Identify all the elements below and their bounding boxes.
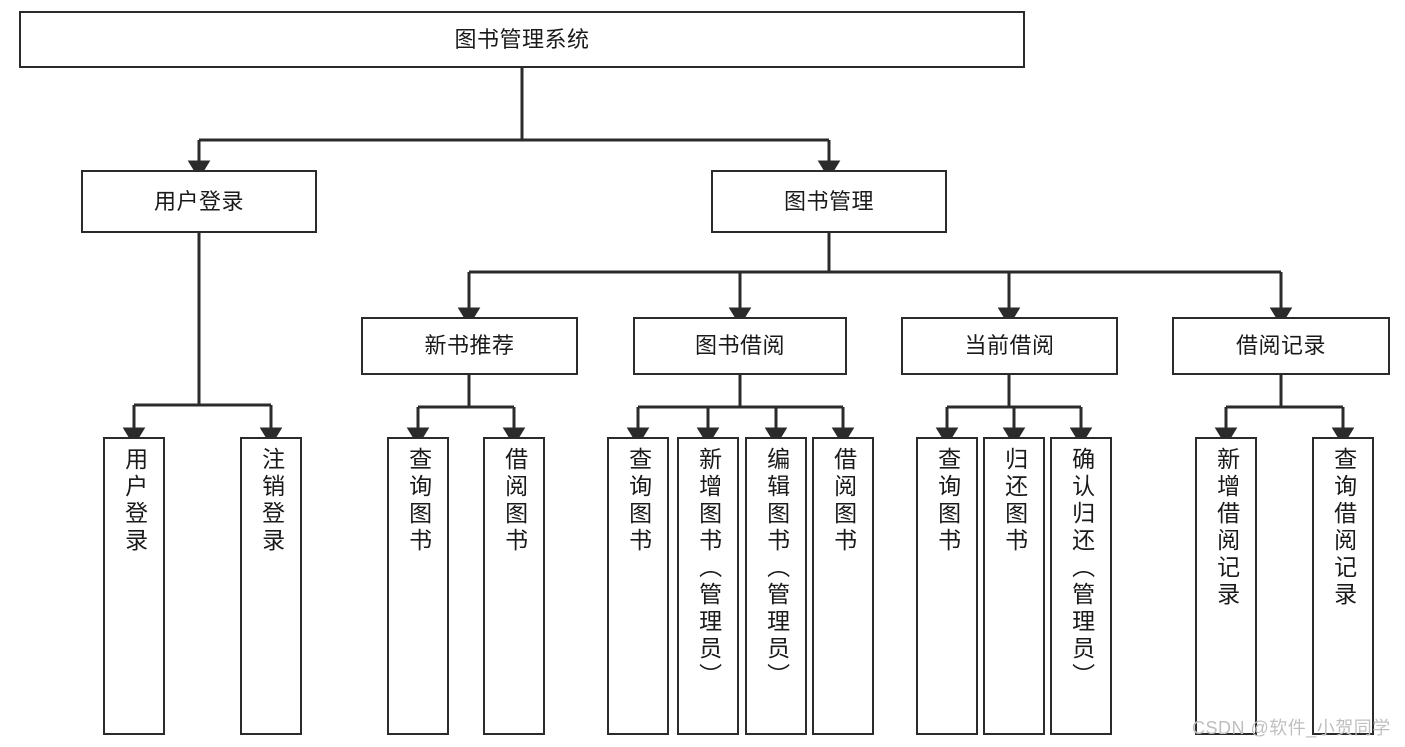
node-label: 新书推荐: [424, 333, 515, 359]
node-label: 查询借阅记录: [1330, 447, 1357, 609]
node-leaf-confirm-return-admin[interactable]: 确认归还（管理员）: [1050, 437, 1112, 735]
node-label: 新增图书（管理员）: [695, 447, 722, 690]
node-label: 用户登录: [121, 447, 148, 555]
node-label: 图书管理: [783, 188, 874, 214]
node-label: 借阅图书: [830, 447, 857, 555]
node-leaf-query-book-borrow[interactable]: 查询图书: [607, 437, 669, 735]
node-label: 用户登录: [153, 188, 244, 214]
node-borrow-record[interactable]: 借阅记录: [1172, 317, 1390, 375]
node-label: 图书管理系统: [454, 26, 590, 52]
node-label: 查询图书: [625, 447, 652, 555]
node-label: 借阅记录: [1235, 333, 1326, 359]
node-label: 查询图书: [934, 447, 961, 555]
node-leaf-edit-book-admin[interactable]: 编辑图书（管理员）: [745, 437, 807, 735]
node-label: 注销登录: [258, 447, 285, 555]
node-user-login[interactable]: 用户登录: [81, 170, 317, 233]
node-leaf-query-book-current[interactable]: 查询图书: [916, 437, 978, 735]
node-book-manage[interactable]: 图书管理: [711, 170, 947, 233]
node-leaf-user-login[interactable]: 用户登录: [103, 437, 165, 735]
node-leaf-borrow-book-recommend[interactable]: 借阅图书: [483, 437, 545, 735]
node-label: 查询图书: [405, 447, 432, 555]
node-leaf-query-borrow-record[interactable]: 查询借阅记录: [1312, 437, 1374, 735]
node-label: 图书借阅: [694, 333, 785, 359]
node-leaf-add-borrow-record[interactable]: 新增借阅记录: [1195, 437, 1257, 735]
node-label: 确认归还（管理员）: [1068, 447, 1095, 690]
node-label: 当前借阅: [964, 333, 1055, 359]
node-label: 归还图书: [1001, 447, 1028, 555]
node-leaf-borrow-book[interactable]: 借阅图书: [812, 437, 874, 735]
node-root[interactable]: 图书管理系统: [19, 11, 1025, 68]
connector-group: [122, 68, 1355, 446]
node-label: 借阅图书: [501, 447, 528, 555]
node-label: 新增借阅记录: [1213, 447, 1240, 609]
node-book-borrow[interactable]: 图书借阅: [633, 317, 847, 375]
node-leaf-query-book-recommend[interactable]: 查询图书: [387, 437, 449, 735]
node-current-borrow[interactable]: 当前借阅: [901, 317, 1118, 375]
node-leaf-return-book[interactable]: 归还图书: [983, 437, 1045, 735]
node-leaf-user-logout[interactable]: 注销登录: [240, 437, 302, 735]
node-new-book-recommend[interactable]: 新书推荐: [361, 317, 578, 375]
node-leaf-add-book-admin[interactable]: 新增图书（管理员）: [677, 437, 739, 735]
node-label: 编辑图书（管理员）: [763, 447, 790, 690]
